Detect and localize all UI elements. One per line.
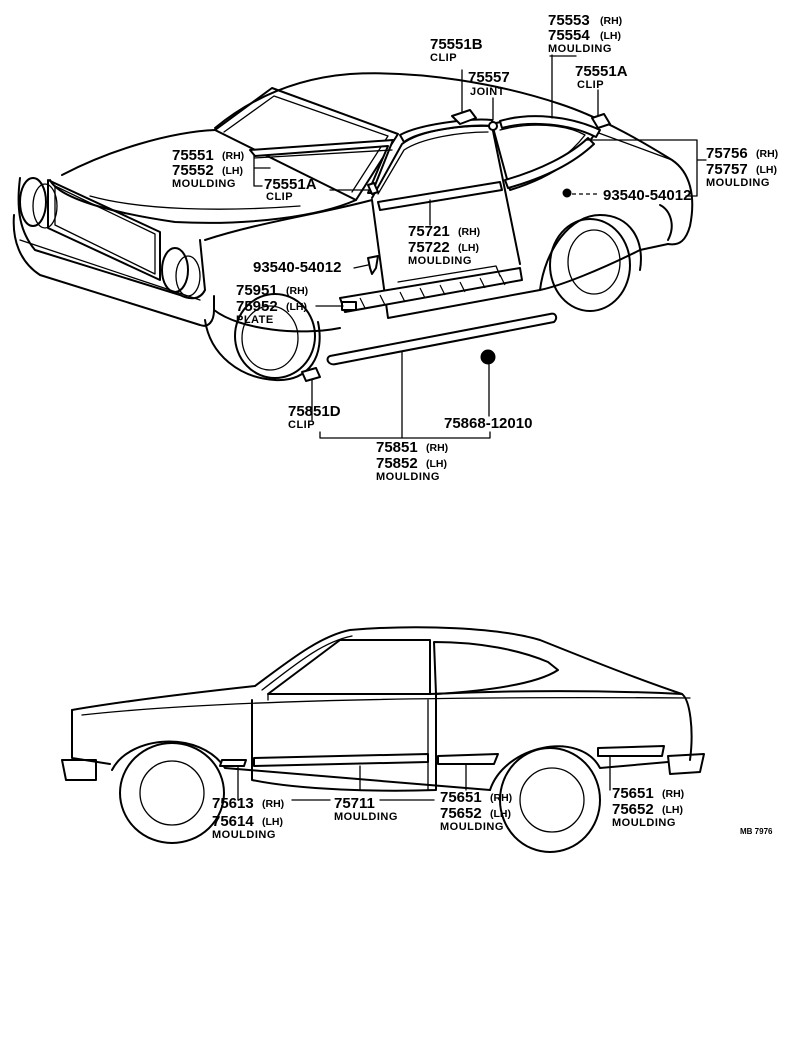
part-name-clip: CLIP	[430, 52, 457, 64]
part-number-75756: 75756	[706, 145, 748, 162]
part-name-moulding: MOULDING	[440, 821, 504, 833]
side-lh: (LH)	[662, 804, 683, 816]
part-number-75551A: 75551A	[264, 176, 317, 193]
part-number-75557: 75557	[468, 69, 510, 86]
side-lh: (LH)	[426, 458, 447, 470]
part-number-75711: 75711	[334, 795, 375, 812]
part-number-75952: 75952	[236, 298, 278, 315]
part-name-clip: CLIP	[266, 191, 293, 203]
part-number-75614: 75614	[212, 813, 254, 830]
reference-code: MB 7976	[740, 827, 773, 836]
part-number-75553: 75553	[548, 12, 590, 29]
part-number-75951: 75951	[236, 282, 278, 299]
side-lh: (LH)	[490, 808, 511, 820]
part-name-clip: CLIP	[288, 419, 315, 431]
part-number-93540-54012: 93540-54012	[603, 187, 691, 204]
part-number-75852: 75852	[376, 455, 418, 472]
part-number-75652: 75652	[440, 805, 482, 822]
side-rh: (RH)	[756, 148, 778, 160]
part-number-75551A: 75551A	[575, 63, 628, 80]
part-number-75554: 75554	[548, 27, 590, 44]
part-number-75552: 75552	[172, 162, 214, 179]
part-name-moulding: MOULDING	[548, 43, 612, 55]
side-lh: (LH)	[222, 165, 243, 177]
side-rh: (RH)	[426, 442, 448, 454]
top-part-labels: 75551B CLIP 75557 JOINT 75553 (RH) 75554…	[172, 12, 778, 483]
part-name-plate: PLATE	[236, 314, 274, 326]
part-name-moulding: MOULDING	[376, 471, 440, 483]
part-number-75851D: 75851D	[288, 403, 341, 420]
side-lh: (LH)	[756, 164, 777, 176]
side-rh: (RH)	[458, 226, 480, 238]
side-rh: (RH)	[662, 788, 684, 800]
part-name-moulding: MOULDING	[408, 255, 472, 267]
part-number-75613: 75613	[212, 795, 254, 812]
part-name-moulding: MOULDING	[706, 177, 770, 189]
side-rh: (RH)	[490, 792, 512, 804]
part-name-moulding: MOULDING	[334, 811, 398, 823]
side-lh: (LH)	[262, 816, 283, 828]
part-number-75651: 75651	[612, 785, 654, 802]
part-number-75722: 75722	[408, 239, 450, 256]
part-number-75851: 75851	[376, 439, 418, 456]
car-three-quarter-view	[12, 72, 694, 382]
part-name-moulding: MOULDING	[612, 817, 676, 829]
part-number-93540-54012: 93540-54012	[253, 259, 341, 276]
part-number-75551B: 75551B	[430, 36, 483, 53]
car-side-view	[61, 626, 705, 853]
part-number-75721: 75721	[408, 223, 450, 240]
part-number-75868-12010: 75868-12010	[444, 415, 532, 432]
part-name-moulding: MOULDING	[172, 178, 236, 190]
part-name-clip: CLIP	[577, 79, 604, 91]
part-number-75551: 75551	[172, 147, 214, 164]
bottom-leader-lines	[237, 755, 611, 801]
side-lh: (LH)	[458, 242, 479, 254]
side-rh: (RH)	[286, 285, 308, 297]
side-rh: (RH)	[262, 798, 284, 810]
top-leader-lines	[253, 54, 707, 439]
part-name-moulding: MOULDING	[212, 829, 276, 841]
bottom-part-labels: 75613 (RH) 75614 (LH) MOULDING 75711 MOU…	[212, 785, 773, 841]
part-number-75651: 75651	[440, 789, 482, 806]
part-number-75757: 75757	[706, 161, 748, 178]
part-name-joint: JOINT	[470, 86, 505, 98]
side-rh: (RH)	[222, 150, 244, 162]
part-number-75652: 75652	[612, 801, 654, 818]
side-rh: (RH)	[600, 15, 622, 27]
side-lh: (LH)	[600, 30, 621, 42]
side-lh: (LH)	[286, 301, 307, 313]
